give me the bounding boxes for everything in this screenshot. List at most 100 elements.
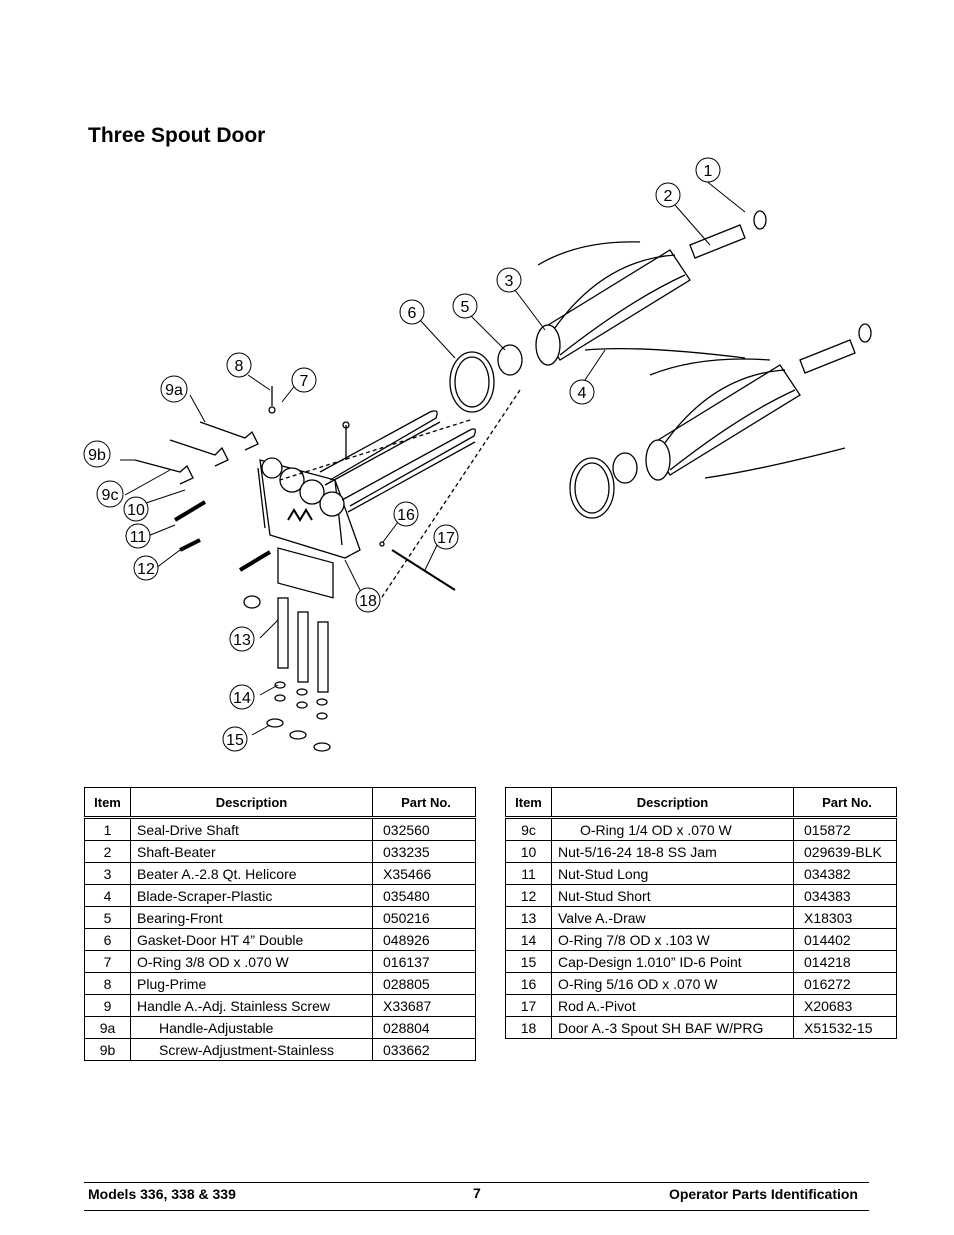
callout-6: 6 [399,299,425,325]
svg-text:18: 18 [359,593,377,610]
svg-text:11: 11 [130,529,147,546]
callout-18: 18 [355,587,381,613]
cell-part-no: X35466 [372,862,476,885]
cell-item: 17 [505,994,552,1017]
svg-text:2: 2 [664,188,673,205]
o-rings [274,681,328,720]
cell-item: 9a [84,1016,131,1039]
cell-item: 14 [505,928,552,951]
cell-part-no: X33687 [372,994,476,1017]
cell-part-no: 033662 [372,1038,476,1061]
cell-description: Shaft-Beater [130,840,373,863]
baffle-rods [319,410,476,513]
cell-part-no: 048926 [372,928,476,951]
callout-9a: 9a [160,375,188,403]
svg-text:4: 4 [578,385,587,402]
table-header: Item Description Part No. [84,787,476,819]
nut-stud-long [173,500,207,522]
pivot-rod [391,549,456,591]
exploded-parts-diagram: 1 2 3 4 5 6 7 8 9a 9b 9c 10 11 12 13 14 … [83,157,872,752]
cell-part-no: 014218 [793,950,897,973]
svg-text:5: 5 [461,299,470,316]
svg-text:9c: 9c [102,487,119,504]
cell-item: 9c [505,817,552,841]
callout-12: 12 [133,555,159,581]
cell-part-no: 016272 [793,972,897,995]
cell-part-no: 034383 [793,884,897,907]
cell-description: O-Ring 7/8 OD x .103 W [551,928,794,951]
cell-description: Screw-Adjustment-Stainless [130,1038,373,1061]
callout-13: 13 [229,626,255,652]
cell-item: 2 [84,840,131,863]
column-header-item: Item [505,787,552,819]
svg-text:1: 1 [704,163,713,180]
cell-part-no: 015872 [793,817,897,841]
cell-part-no: 014402 [793,928,897,951]
cell-description: Blade-Scraper-Plastic [130,884,373,907]
svg-text:8: 8 [235,358,244,375]
nut-stud-short [179,538,201,552]
svg-text:17: 17 [437,530,455,547]
callout-1: 1 [695,157,721,183]
door-assembly [257,457,361,599]
cell-item: 1 [84,817,131,841]
cell-part-no: 028805 [372,972,476,995]
beater-assembly-upper [535,210,767,366]
table-header: Item Description Part No. [505,787,897,819]
cell-item: 5 [84,906,131,929]
callout-16: 16 [393,501,419,527]
cell-part-no: 028804 [372,1016,476,1039]
callout-9b: 9b [83,440,111,468]
cell-part-no: 034382 [793,862,897,885]
footer-rule-bottom [84,1210,869,1211]
cell-description: O-Ring 5/16 OD x .070 W [551,972,794,995]
cell-description: Beater A.-2.8 Qt. Helicore [130,862,373,885]
svg-text:6: 6 [408,305,417,322]
cell-item: 4 [84,884,131,907]
callout-7: 7 [291,367,317,393]
page-title: Three Spout Door [88,124,266,147]
cell-item: 8 [84,972,131,995]
cell-item: 6 [84,928,131,951]
cell-item: 10 [505,840,552,863]
cell-part-no: 035480 [372,884,476,907]
callout-8: 8 [226,352,252,378]
cell-description: Nut-5/16-24 18-8 SS Jam [551,840,794,863]
column-header-description: Description [130,787,373,819]
column-header-description: Description [551,787,794,819]
cell-description: Door A.-3 Spout SH BAF W/PRG [551,1016,794,1039]
cell-part-no: X51532-15 [793,1016,897,1039]
column-header-part-no: Part No. [372,787,476,819]
cell-description: Nut-Stud Long [551,862,794,885]
svg-text:7: 7 [300,373,309,390]
cell-description: Nut-Stud Short [551,884,794,907]
cell-description: O-Ring 1/4 OD x .070 W [551,817,794,841]
column-header-item: Item [84,787,131,819]
cell-part-no: X18303 [793,906,897,929]
callout-14: 14 [229,684,255,710]
callout-2: 2 [655,182,681,208]
svg-text:13: 13 [233,632,251,649]
svg-text:10: 10 [127,502,145,519]
svg-text:16: 16 [397,507,415,524]
callout-17: 17 [433,524,459,550]
callout-11: 11 [125,523,151,549]
